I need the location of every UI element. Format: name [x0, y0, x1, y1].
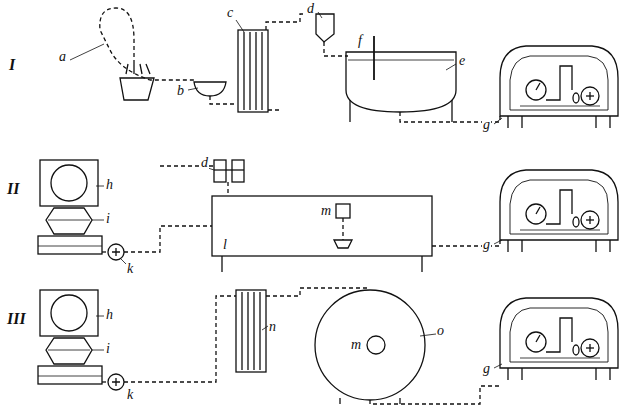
callout-letter: f — [357, 34, 363, 48]
callout-letter: h — [105, 308, 114, 322]
callout-letter: l — [222, 238, 228, 252]
callout-letter: n — [268, 320, 277, 334]
callout-letter: g — [482, 118, 491, 132]
callout-letter: k — [126, 262, 134, 276]
callout-letter: g — [482, 238, 491, 252]
callout-letter: o — [436, 324, 445, 338]
callout-letter: k — [126, 388, 134, 402]
callout-letter: h — [105, 178, 114, 192]
callout-letter: g — [482, 362, 491, 376]
callout-letter: a — [58, 50, 67, 64]
callout-letter: i — [105, 342, 111, 356]
row-numeral: III — [6, 312, 27, 326]
callout-letter: d — [200, 156, 209, 170]
callout-letter: b — [176, 84, 185, 98]
callout-letter: m — [350, 338, 362, 352]
row-numeral: I — [8, 58, 16, 72]
callout-letter: i — [105, 212, 111, 226]
callout-letter: e — [458, 54, 466, 68]
callout-letter: d — [306, 2, 315, 16]
callout-letter: c — [226, 6, 234, 20]
row-numeral: II — [6, 182, 20, 196]
callout-letter: m — [320, 204, 332, 218]
